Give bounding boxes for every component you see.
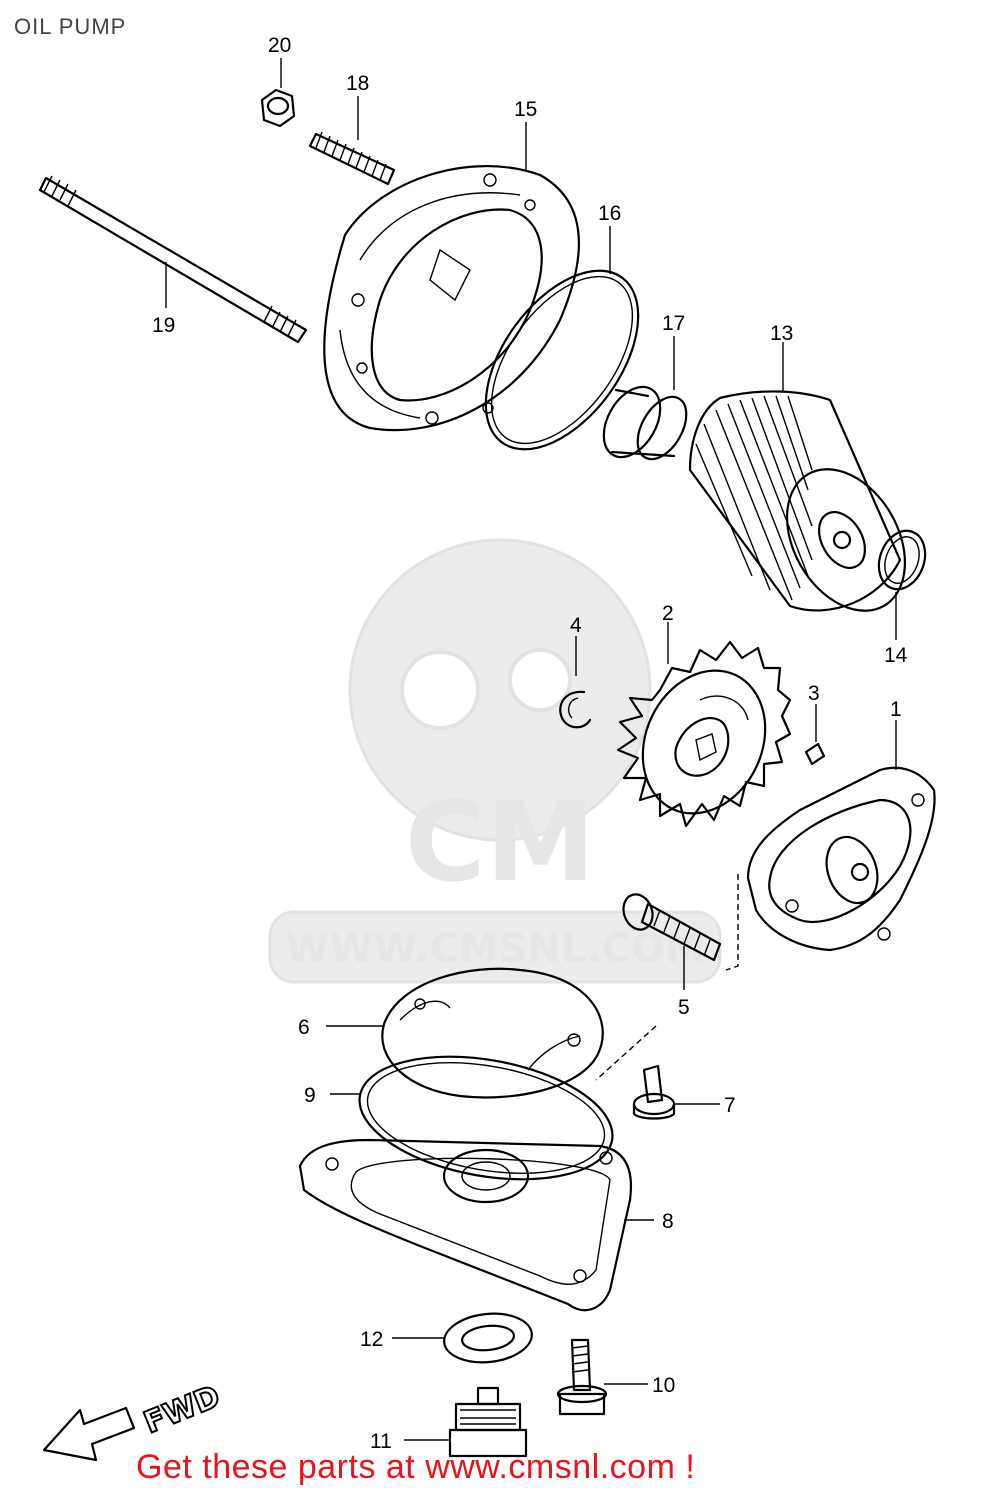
svg-text:CM: CM (405, 778, 595, 906)
callout-9: 9 (304, 1084, 316, 1107)
part-16-o-ring[interactable] (455, 243, 669, 476)
callout-8: 8 (662, 1210, 674, 1233)
callout-3: 3 (808, 682, 820, 705)
part-8-oil-sump-cover[interactable] (298, 1138, 632, 1312)
callout-7: 7 (724, 1094, 736, 1117)
callout-4: 4 (570, 614, 582, 637)
watermark-text: WWW.CMSNL.COM (285, 926, 705, 972)
callout-18: 18 (346, 72, 369, 95)
callout-1: 1 (890, 698, 902, 721)
part-14-o-ring[interactable] (871, 524, 933, 595)
part-15-cover-plate[interactable] (323, 164, 580, 432)
diagram-title: OIL PUMP (14, 14, 127, 39)
callout-5: 5 (678, 996, 690, 1019)
part-12-washer[interactable] (442, 1310, 535, 1367)
part-10-bolt[interactable] (556, 1338, 608, 1416)
callout-10: 10 (652, 1374, 675, 1397)
part-20-nut[interactable] (260, 88, 296, 128)
promo-link[interactable]: Get these parts at www.cmsnl.com ! (136, 1448, 696, 1486)
part-4-circlip[interactable] (559, 690, 592, 729)
part-2-oil-pump-gear[interactable] (616, 640, 792, 834)
callout-13: 13 (770, 322, 793, 345)
callout-15: 15 (514, 98, 537, 121)
part-3-pin[interactable] (804, 742, 826, 766)
watermark-mascot-icon (348, 538, 652, 842)
callout-14: 14 (884, 644, 908, 667)
part-11-drain-plug[interactable] (448, 1386, 528, 1458)
callout-17: 17 (662, 312, 685, 335)
callout-6: 6 (298, 1016, 310, 1039)
fwd-label: FWD (139, 1379, 225, 1441)
part-1-oil-pump-body[interactable] (746, 766, 936, 952)
part-19-long-stud[interactable] (38, 175, 308, 344)
callout-11: 11 (370, 1430, 392, 1453)
part-18-stud[interactable] (308, 131, 396, 186)
part-13-oil-filter[interactable] (688, 390, 929, 631)
callout-12: 12 (360, 1328, 383, 1351)
callout-19: 19 (152, 314, 175, 337)
part-17-spring[interactable] (592, 377, 696, 467)
part-7-bolt[interactable] (632, 1064, 676, 1120)
part-5-bolt[interactable] (619, 890, 722, 962)
watermark: CM WWW.CMSNL.COM (268, 538, 722, 984)
callout-20: 20 (268, 34, 291, 57)
part-9-gasket[interactable] (350, 1039, 622, 1198)
part-6-oil-strainer[interactable] (381, 967, 604, 1099)
callout-16: 16 (598, 202, 621, 225)
callout-2: 2 (662, 602, 674, 625)
